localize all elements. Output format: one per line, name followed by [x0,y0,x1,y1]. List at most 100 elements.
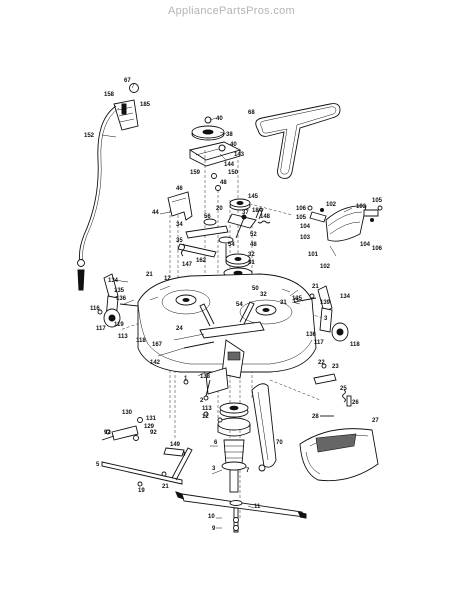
label-26: 26 [352,400,359,406]
label-38: 38 [226,132,233,138]
mower-deck[interactable] [137,273,317,379]
label-106-left: 106 [296,206,307,212]
part-labels: 67 158 185 152 68 40 38 40 143 144 150 1… [84,78,383,532]
label-135-left: 135 [114,288,125,294]
label-70: 70 [276,440,283,446]
belt-guide[interactable] [251,383,277,472]
watermark: AppliancePartsPros.com [167,5,296,17]
label-105-left: 105 [296,215,307,221]
label-92-left: 92 [104,430,111,436]
label-52: 52 [250,232,257,238]
label-4: 4 [182,452,186,458]
label-104-right: 104 [360,242,371,248]
label-158: 158 [104,92,115,98]
upper-pulley-stack[interactable] [188,116,242,191]
label-34: 34 [176,222,183,228]
label-32-mid: 32 [260,292,267,298]
label-134-right: 134 [340,294,351,300]
label-92-right: 92 [150,430,157,436]
label-50: 50 [252,286,259,292]
label-113-bottom: 113 [202,406,212,412]
label-32-top: 32 [248,252,255,258]
label-103-left: 103 [300,235,311,241]
label-10: 10 [208,514,215,520]
label-144: 144 [224,162,235,168]
label-20: 20 [216,206,223,212]
label-150-top: 150 [228,170,239,176]
label-102-top: 102 [326,202,337,208]
label-44: 44 [152,210,159,216]
label-106-right: 106 [372,246,383,252]
label-11: 11 [254,504,261,510]
label-5: 5 [96,462,100,468]
label-27: 27 [372,418,379,424]
label-117-left: 117 [96,326,106,332]
label-102-bottom: 102 [320,264,331,270]
label-103-right: 103 [356,204,367,210]
label-131: 131 [146,416,157,422]
idler-pulley[interactable] [227,198,271,229]
leader-lines [101,83,353,529]
mulch-cover[interactable] [299,428,379,482]
label-105-right: 105 [372,198,383,204]
label-138: 138 [200,374,211,380]
label-152: 152 [84,133,95,139]
label-117-right: 117 [314,340,324,346]
label-12-left: 12 [164,276,171,282]
right-wheel-assembly[interactable] [293,285,349,342]
label-40-mid: 40 [230,142,237,148]
label-19: 19 [138,488,145,494]
label-40-top: 40 [216,116,223,122]
label-54-mid: 54 [236,302,243,308]
label-56: 56 [204,214,211,220]
label-31-mid: 31 [280,300,287,306]
label-162: 162 [196,258,207,264]
label-142: 142 [150,360,161,366]
drive-belt[interactable] [255,103,341,179]
label-21-left: 21 [146,272,153,278]
mulch-hardware[interactable] [313,363,352,417]
label-23: 23 [332,364,339,370]
label-46: 46 [176,186,183,192]
label-67: 67 [124,78,131,84]
front-bracket[interactable] [183,367,229,401]
left-wheel-assembly[interactable] [97,273,139,328]
label-48-top: 48 [220,180,227,186]
label-159: 159 [190,170,201,176]
label-184: 184 [252,208,263,214]
label-147: 147 [182,262,193,268]
spindle-assembly[interactable] [203,402,251,493]
label-145: 145 [248,194,259,200]
label-31-top: 31 [248,260,255,266]
label-104-left: 104 [300,224,311,230]
cable-end-icon [77,269,85,291]
label-35: 35 [176,238,183,244]
label-118-left: 118 [136,338,146,344]
label-2: 2 [200,398,204,404]
label-1: 1 [184,376,188,382]
label-7: 7 [246,468,250,474]
control-cable-assembly[interactable] [77,83,139,291]
label-24: 24 [176,326,183,332]
label-130: 130 [122,410,133,416]
label-119: 119 [114,322,124,328]
discharge-chute[interactable] [307,205,383,257]
label-101: 101 [308,252,319,258]
label-37: 37 [242,210,249,216]
label-6: 6 [214,440,218,446]
label-28: 28 [312,414,319,420]
blade[interactable] [175,491,307,533]
label-149: 149 [170,442,181,448]
lift-linkage[interactable] [101,417,193,487]
label-134-left: 134 [108,278,119,284]
left-bracket[interactable] [167,191,193,221]
label-9: 9 [212,526,216,532]
label-12-bottom: 12 [202,414,209,420]
label-116: 116 [90,306,100,312]
knob-icon [129,83,139,93]
label-136-left: 136 [116,296,127,302]
label-129: 129 [144,424,155,430]
label-54-top: 54 [228,242,235,248]
label-25: 25 [340,386,347,392]
